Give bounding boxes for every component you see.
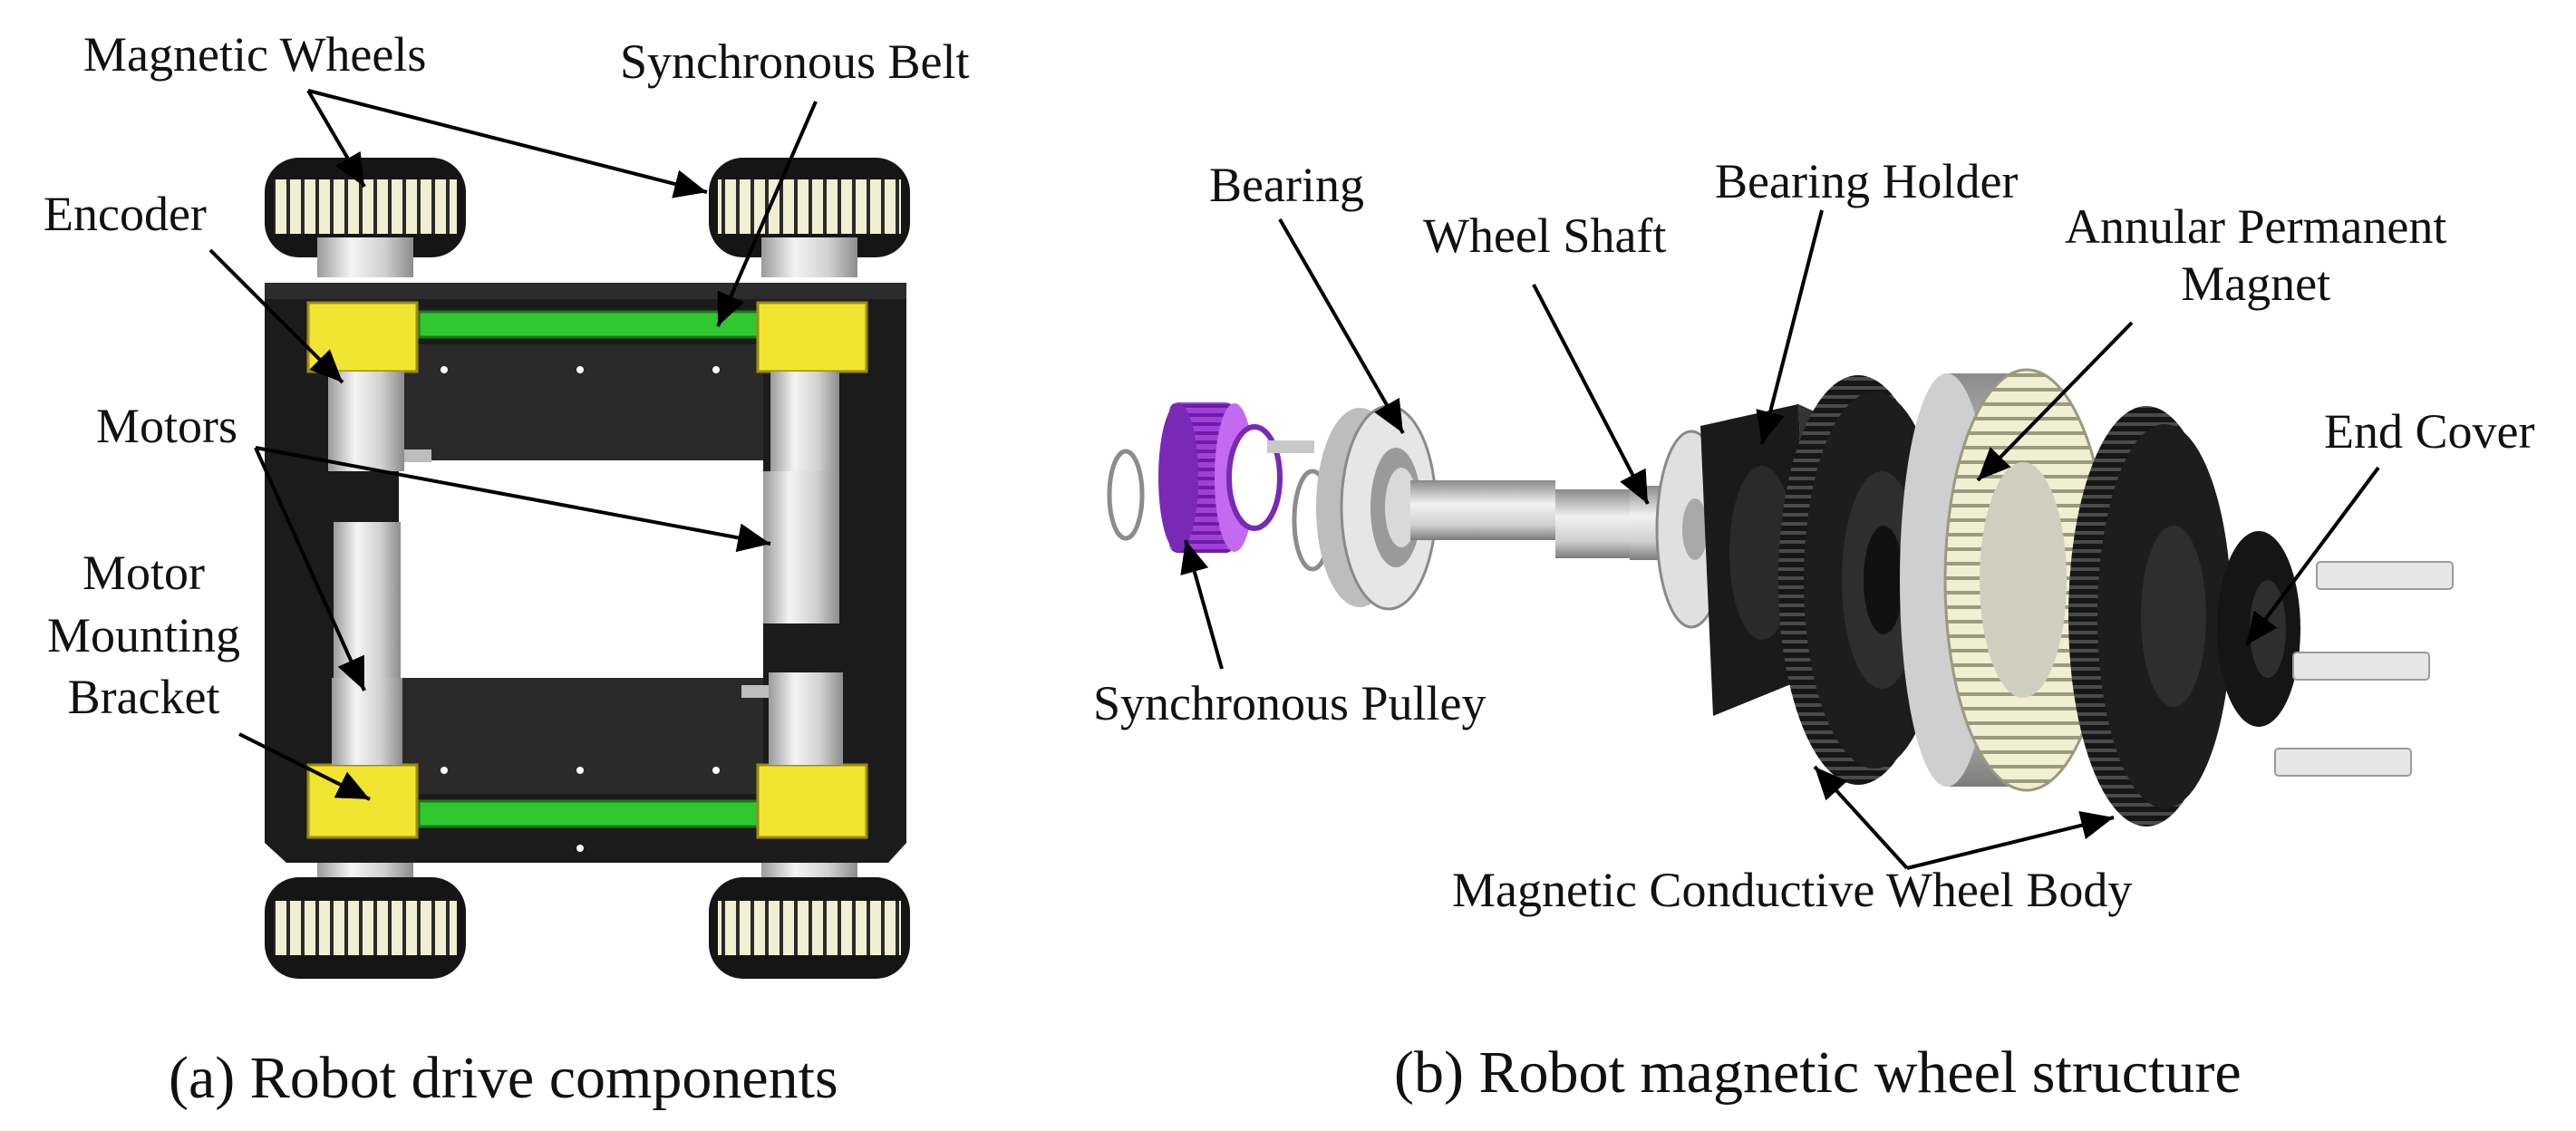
caption-b: (b) Robot magnetic wheel structure bbox=[1394, 1039, 2242, 1106]
label-annular-permanent-magnet-line-1: Annular Permanent bbox=[2065, 199, 2447, 254]
bracket-bottom-right bbox=[756, 763, 868, 839]
synchronous-belt-bottom bbox=[417, 799, 761, 828]
label-bearing: Bearing bbox=[1209, 158, 1364, 212]
annular-permanent-magnet-part bbox=[1900, 368, 2110, 792]
magnetic-wheel-bottom-right bbox=[709, 857, 910, 979]
chassis-frame bbox=[265, 283, 906, 863]
label-annular-permanent-magnet: Annular Permanent Magnet bbox=[2065, 201, 2446, 309]
label-annular-permanent-magnet-line-2: Magnet bbox=[2181, 256, 2331, 311]
wheel-shaft-part bbox=[1410, 430, 1728, 629]
magnetic-conductive-wheel-body-2 bbox=[2068, 406, 2232, 826]
label-wheel-shaft: Wheel Shaft bbox=[1423, 208, 1667, 263]
magnetic-wheel-top-left bbox=[265, 158, 466, 277]
screws bbox=[2274, 561, 2454, 777]
bearing-part bbox=[1316, 404, 1438, 611]
motor-left-top bbox=[328, 372, 431, 678]
magnetic-wheel-bottom-left bbox=[265, 857, 466, 979]
label-magnetic-conductive-wheel-body: Magnetic Conductive Wheel Body bbox=[1452, 863, 2133, 917]
label-encoder: Encoder bbox=[44, 187, 207, 241]
bracket-top-right bbox=[756, 301, 868, 373]
magnetic-wheel-top-right bbox=[709, 158, 910, 277]
motor-right-top bbox=[763, 372, 839, 624]
leader-lines-right bbox=[1180, 209, 2380, 870]
retaining-ring-1 bbox=[1107, 449, 1145, 541]
bracket-top-left bbox=[306, 301, 419, 373]
motor-right-bottom bbox=[741, 672, 843, 765]
label-motor-mounting-bracket-line-3: Bracket bbox=[67, 670, 220, 725]
magnetic-wheel-exploded-illustration bbox=[1107, 368, 2454, 826]
label-motor-mounting-bracket-line-1: Motor bbox=[82, 546, 206, 600]
label-magnetic-wheels: Magnetic Wheels bbox=[83, 27, 427, 82]
motor-left-bottom bbox=[332, 678, 402, 765]
label-bearing-holder: Bearing Holder bbox=[1715, 154, 2019, 208]
label-synchronous-pulley: Synchronous Pulley bbox=[1093, 676, 1487, 730]
leader-lines-left bbox=[208, 89, 818, 801]
synchronous-belt-top bbox=[417, 310, 761, 339]
label-motors: Motors bbox=[96, 399, 238, 453]
drive-components-illustration bbox=[265, 158, 910, 979]
label-motor-mounting-bracket: Motor Mounting Bracket bbox=[47, 547, 240, 723]
label-synchronous-belt: Synchronous Belt bbox=[620, 34, 970, 89]
caption-a: (a) Robot drive components bbox=[169, 1045, 838, 1111]
label-motor-mounting-bracket-line-2: Mounting bbox=[47, 607, 241, 662]
synchronous-pulley-part bbox=[1158, 402, 1314, 553]
label-end-cover: End Cover bbox=[2324, 404, 2535, 459]
